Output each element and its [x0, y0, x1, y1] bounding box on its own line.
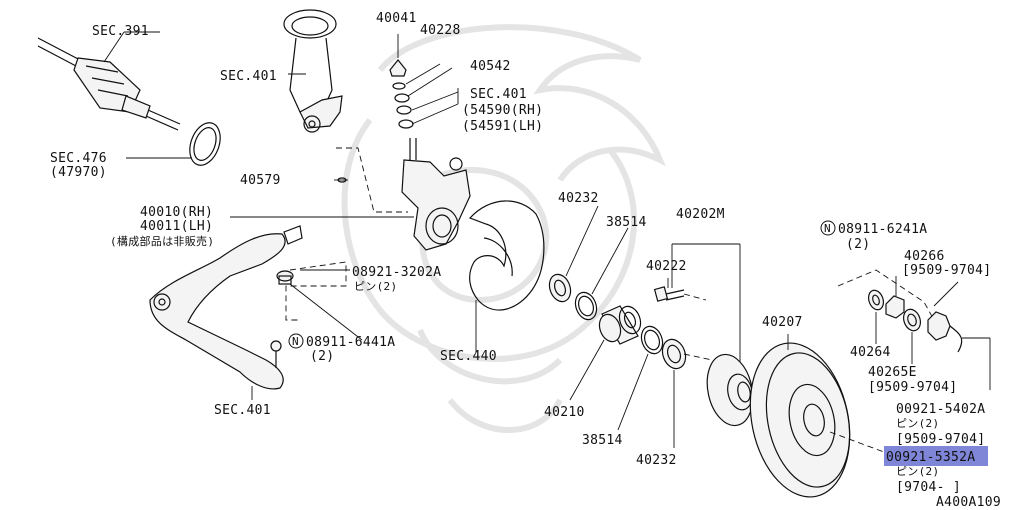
label-sec391[interactable]: SEC.391: [92, 24, 149, 39]
label-sec401-strut[interactable]: SEC.401: [220, 69, 277, 84]
label-40264[interactable]: 40264: [850, 345, 891, 360]
label-sec440[interactable]: SEC.440: [440, 349, 497, 364]
n-mark-icon: N: [820, 220, 836, 236]
snap-ring-outer: [574, 227, 629, 321]
label-38514-top[interactable]: 38514: [606, 215, 647, 230]
label-40228[interactable]: 40228: [420, 23, 461, 38]
label-40010[interactable]: 40010(RH): [140, 205, 213, 220]
grease-seal-inner: [661, 338, 687, 448]
label-range-a: [9509-9704]: [902, 263, 991, 278]
label-pin-qty-b: ピン(2): [896, 417, 939, 430]
svg-text:N: N: [292, 335, 299, 348]
label-38514-bottom[interactable]: 38514: [582, 433, 623, 448]
label-range-d: [9704- ]: [896, 480, 961, 495]
label-qty-a: (2): [310, 349, 334, 364]
wheel-hub: [671, 243, 754, 427]
splash-guard: [468, 200, 545, 352]
label-00921-5352A[interactable]: 00921-5352A: [886, 450, 975, 465]
label-40011[interactable]: 40011(LH): [140, 219, 213, 234]
label-sec401-arm[interactable]: SEC.401: [214, 403, 271, 418]
lower-control-arm: [149, 233, 286, 400]
grease-seal-outer: [548, 205, 599, 303]
label-40222[interactable]: 40222: [646, 259, 687, 274]
label-54591[interactable]: (54591(LH): [462, 119, 543, 134]
diagram-id: A400A109: [936, 495, 1001, 510]
brake-rotor: [749, 334, 885, 498]
label-40579[interactable]: 40579: [240, 173, 281, 188]
hub-nut-hardware: [837, 269, 991, 390]
label-54590[interactable]: (54590(RH): [462, 103, 543, 118]
snap-ring-inner: [617, 325, 664, 431]
label-40266[interactable]: 40266: [904, 249, 945, 264]
label-40210[interactable]: 40210: [544, 405, 585, 420]
label-sec476[interactable]: SEC.476: [50, 151, 107, 166]
hub-bolt: [653, 278, 707, 302]
label-pin-qty-a: ピン(2): [354, 280, 397, 293]
lower-ball-joint-hardware: [276, 225, 363, 341]
upper-bolt-stack: [389, 34, 459, 129]
label-40232-top[interactable]: 40232: [558, 191, 599, 206]
label-40542[interactable]: 40542: [470, 59, 511, 74]
label-not-sold-note: (構成部品は非販売): [110, 234, 214, 248]
label-47970[interactable]: (47970): [50, 165, 107, 180]
label-range-b: [9509-9704]: [868, 380, 957, 395]
label-40265E[interactable]: 40265E: [868, 365, 917, 380]
svg-text:N: N: [824, 222, 831, 235]
n-mark-icon: N: [288, 333, 304, 349]
label-pin-qty-c: ピン(2): [896, 465, 939, 478]
selected-part-highlight: [884, 446, 988, 466]
wheel-bearing: [569, 305, 642, 401]
label-40232-bottom[interactable]: 40232: [636, 453, 677, 468]
abs-sensor-ring: [126, 122, 221, 166]
label-08911-6441A[interactable]: 08911-6441A: [306, 335, 395, 350]
steering-knuckle: [230, 138, 471, 251]
label-00921-5402A[interactable]: 00921-5402A: [896, 402, 985, 417]
label-40207[interactable]: 40207: [762, 315, 803, 330]
label-40202M[interactable]: 40202M: [676, 207, 725, 222]
label-08911-6241A[interactable]: 08911-6241A: [838, 222, 927, 237]
drive-shaft: [37, 31, 181, 131]
label-40041[interactable]: 40041: [376, 11, 417, 26]
label-08921-3202A[interactable]: 08921-3202A: [352, 265, 441, 280]
strut-assembly: [283, 9, 343, 133]
label-range-c: [9509-9704]: [896, 432, 985, 447]
label-sec401-mount[interactable]: SEC.401: [470, 87, 527, 102]
label-qty-b: (2): [846, 237, 870, 252]
